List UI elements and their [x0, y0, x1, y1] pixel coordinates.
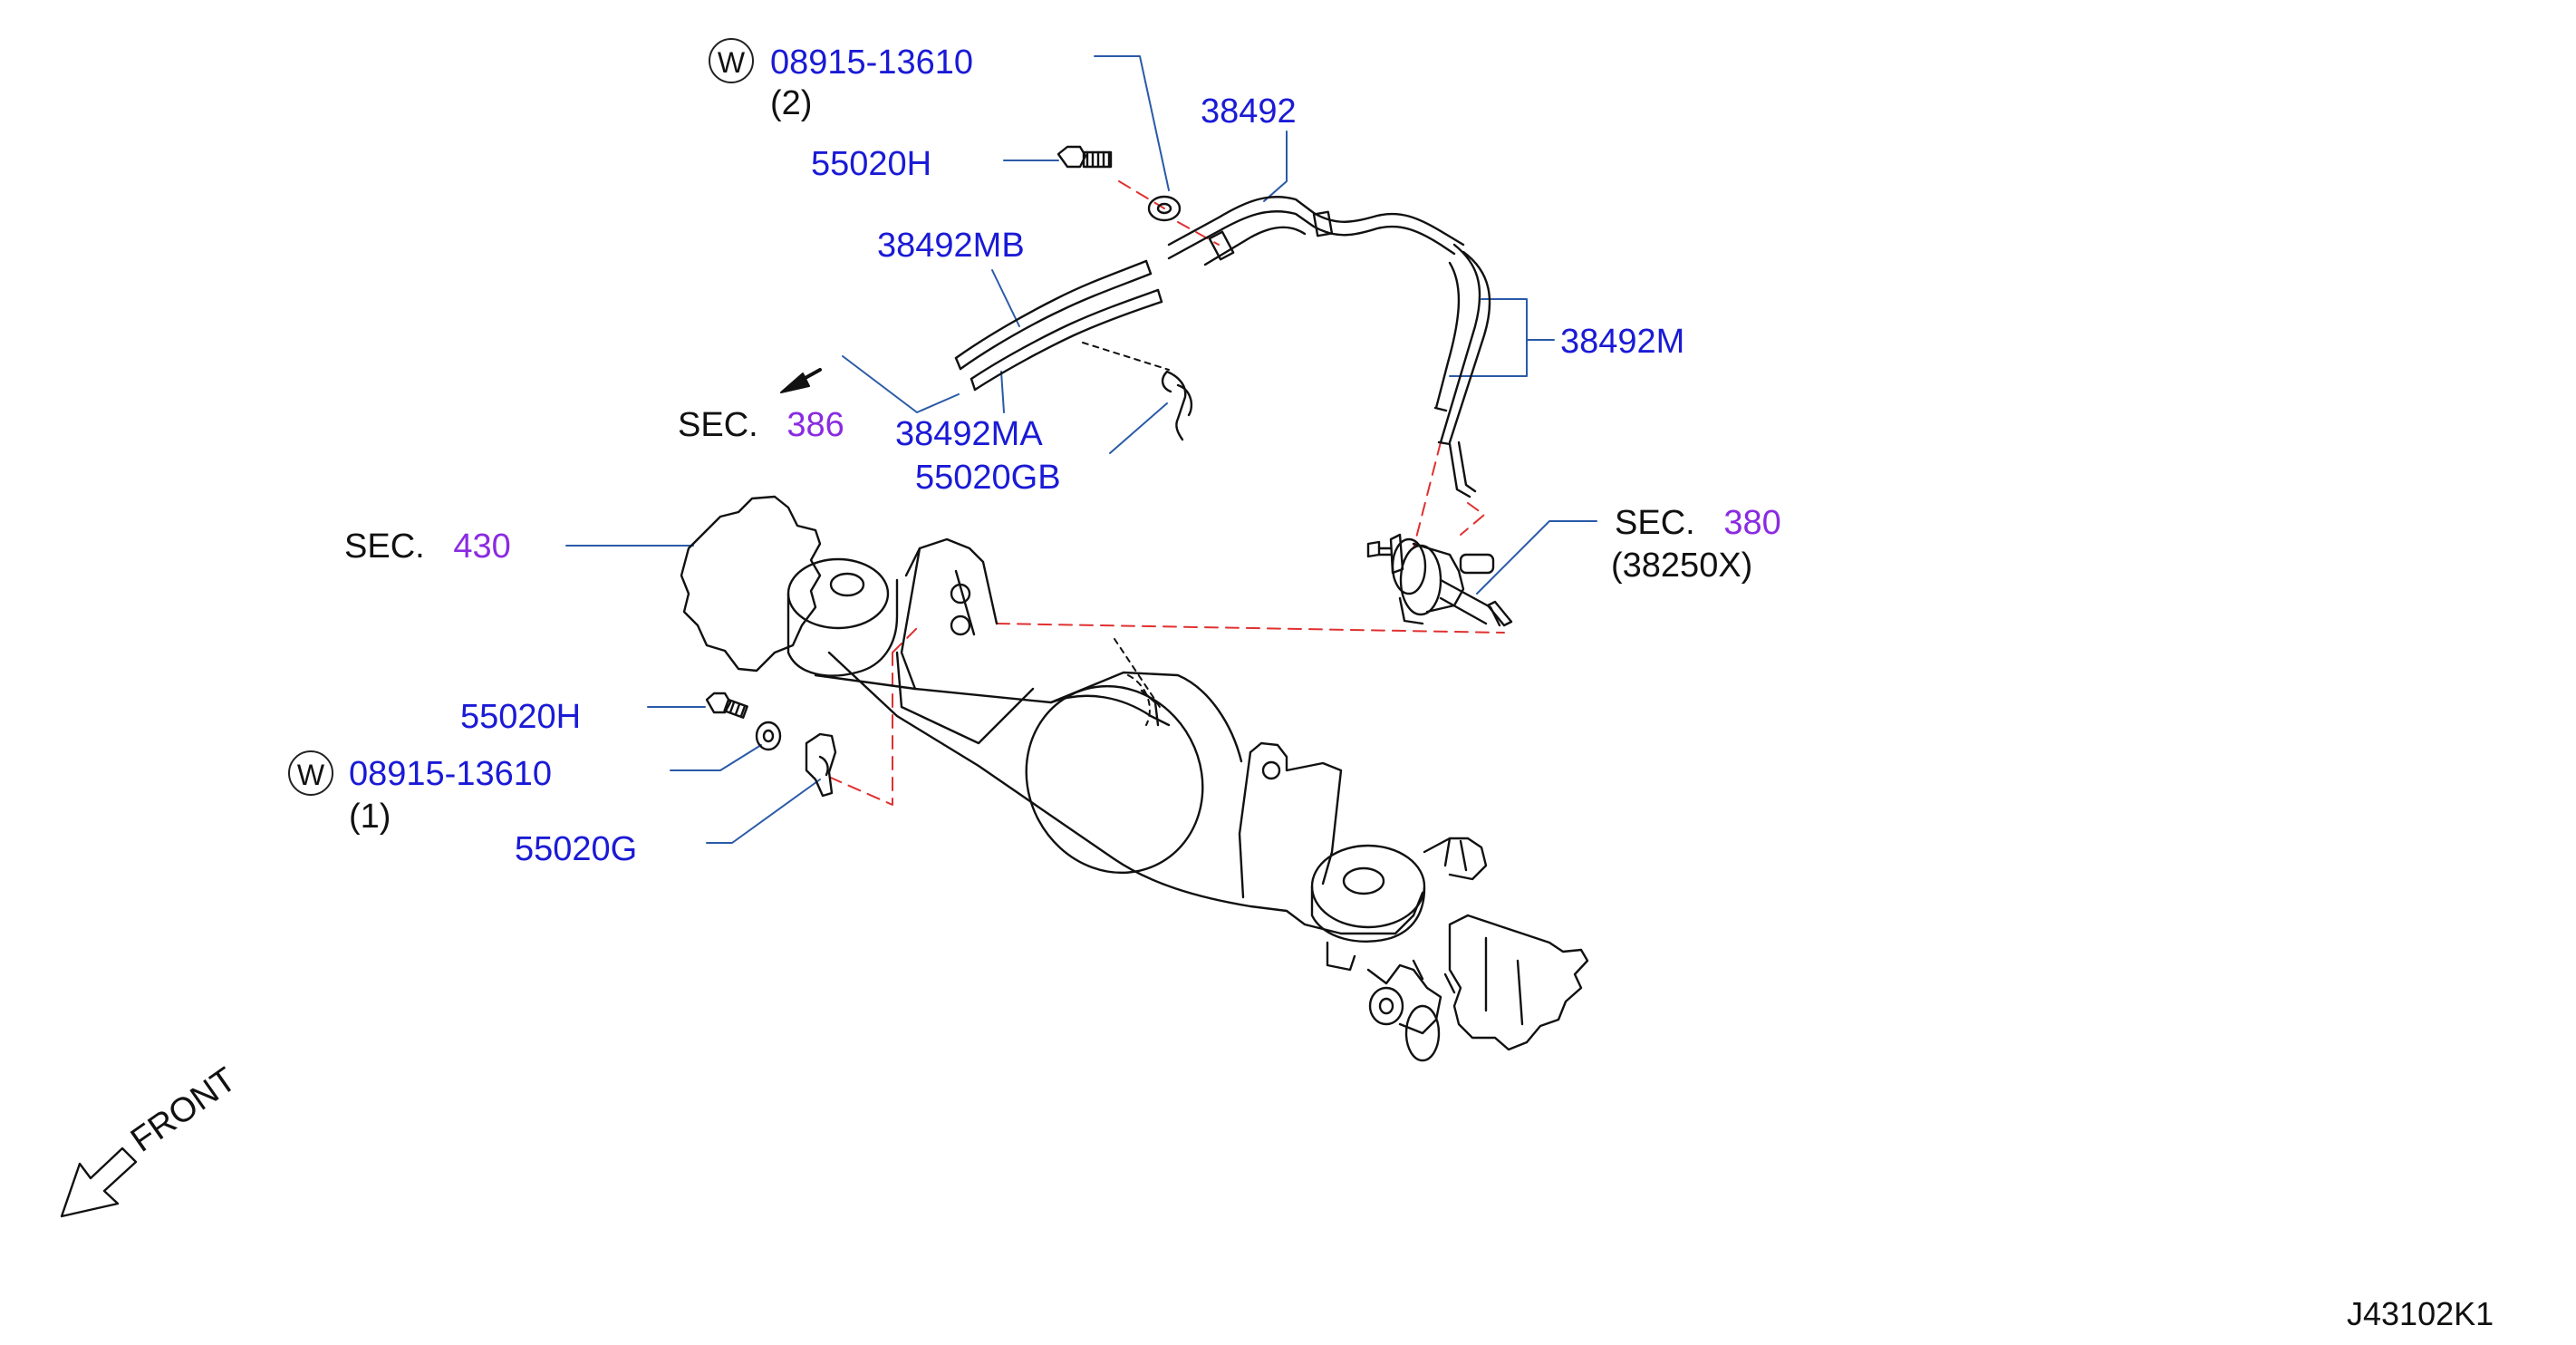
sec430-link[interactable]: SEC. 430 — [344, 529, 511, 564]
washer-top-label[interactable]: 08915-13610 — [770, 44, 973, 82]
washer-symbol-top: W — [709, 38, 754, 83]
front-arrow-icon — [60, 1147, 138, 1218]
leader-38492 — [1263, 131, 1288, 202]
leader-38492m — [1449, 298, 1555, 377]
tube-38492mb-label[interactable]: 38492MB — [877, 227, 1025, 265]
sec380-sub-label: (38250X) — [1611, 547, 1753, 585]
breather-38250x-icon — [1366, 533, 1513, 627]
clip-55020gb-label[interactable]: 55020GB — [915, 459, 1061, 497]
vent-tube-38492mb-icon — [954, 259, 1163, 392]
bolt-top-label[interactable]: 55020H — [811, 145, 932, 183]
vent-tube-38492-icon — [1167, 196, 1491, 498]
bolt-top-icon — [1056, 145, 1113, 169]
clip-55020g-icon — [805, 732, 837, 798]
sec386-arrow-icon — [780, 368, 822, 393]
sec430-number: 430 — [453, 527, 511, 566]
washer-bottom-label[interactable]: 08915-13610 — [349, 755, 552, 793]
sec386-number: 386 — [786, 406, 844, 444]
leader-washer-top — [1094, 55, 1170, 191]
bolt-bottom-icon — [705, 692, 748, 719]
washer-top-qty: (2) — [770, 84, 813, 122]
hint-lines-black — [1082, 342, 1170, 726]
leader-38492ma — [1000, 371, 1005, 413]
leader-lines — [565, 55, 1597, 844]
hint-lines — [824, 180, 1505, 806]
washer-bottom-qty: (1) — [349, 798, 391, 836]
diagram-code: J43102K1 — [2347, 1295, 2494, 1332]
tube-38492-label[interactable]: 38492 — [1201, 92, 1297, 131]
leader-sec386 — [842, 355, 960, 413]
tube-38492m-label[interactable]: 38492M — [1560, 323, 1685, 361]
leader-sec380 — [1476, 520, 1597, 595]
sec380-link[interactable]: SEC. 380 — [1615, 506, 1781, 540]
sec430-prefix: SEC. — [344, 527, 425, 566]
washer-symbol-bottom: W — [288, 750, 333, 796]
leader-38492mb — [991, 269, 1020, 327]
sec380-prefix: SEC. — [1615, 504, 1695, 542]
bolt-bottom-label[interactable]: 55020H — [460, 698, 582, 736]
sec380-number: 380 — [1723, 504, 1781, 542]
sec386-prefix: SEC. — [678, 406, 758, 444]
washer-bottom-icon — [755, 721, 782, 751]
leader-55020gb — [1109, 402, 1168, 454]
tube-38492ma-label[interactable]: 38492MA — [895, 415, 1043, 453]
leader-washer-bottom — [670, 744, 762, 771]
leader-55020g — [706, 779, 821, 844]
rear-axle-housing-icon — [680, 495, 1589, 1062]
clip-55020gb-icon — [1161, 370, 1192, 441]
sec386-link[interactable]: SEC. 386 — [678, 408, 844, 442]
washer-top-icon — [1147, 195, 1182, 222]
clip-55020g-label[interactable]: 55020G — [515, 830, 638, 868]
